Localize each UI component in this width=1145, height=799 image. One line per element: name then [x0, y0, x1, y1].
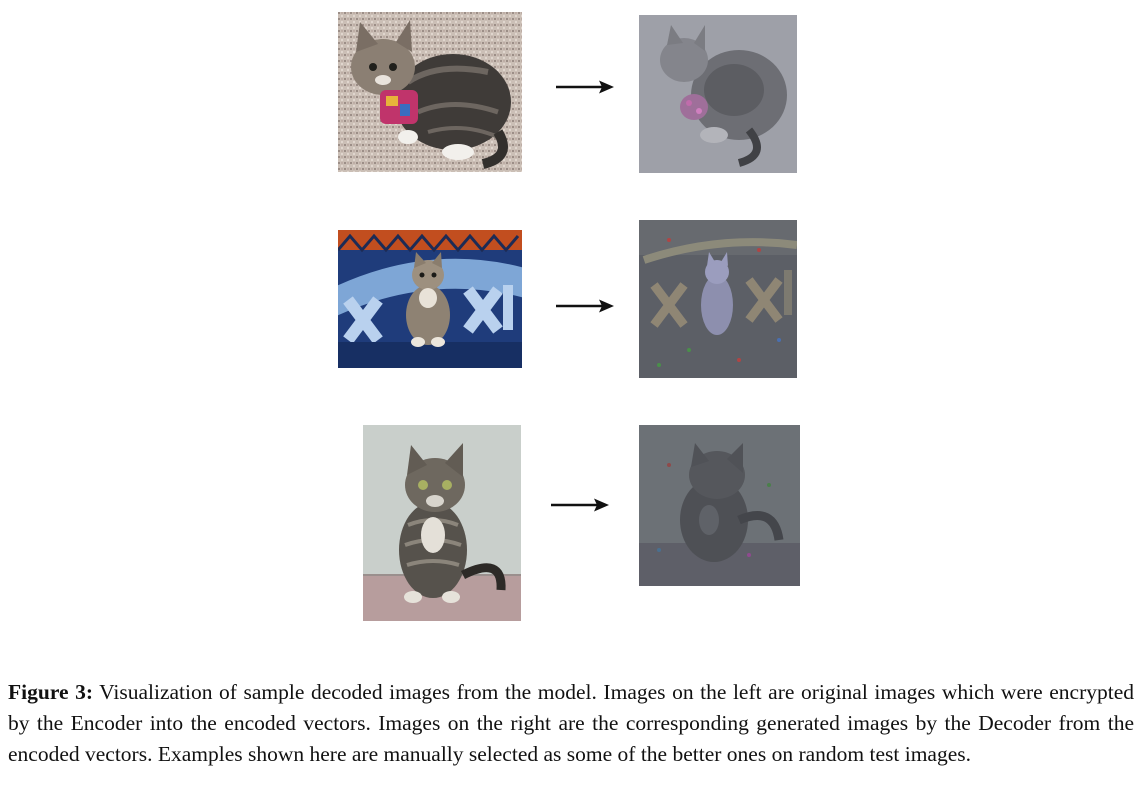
decoded-image-2 [639, 220, 797, 378]
caption-label: Figure 3: [8, 680, 93, 704]
figure-caption: Figure 3: Visualization of sample decode… [8, 677, 1134, 770]
original-image-1 [338, 12, 522, 172]
right-arrow-icon [555, 298, 615, 314]
original-image-2 [338, 230, 522, 368]
decoded-image-3 [639, 425, 800, 586]
original-image-3 [363, 425, 521, 621]
right-arrow-icon [555, 79, 615, 95]
right-arrow-icon [550, 497, 610, 513]
caption-text: Visualization of sample decoded images f… [8, 680, 1135, 766]
decoded-image-1 [639, 15, 797, 173]
